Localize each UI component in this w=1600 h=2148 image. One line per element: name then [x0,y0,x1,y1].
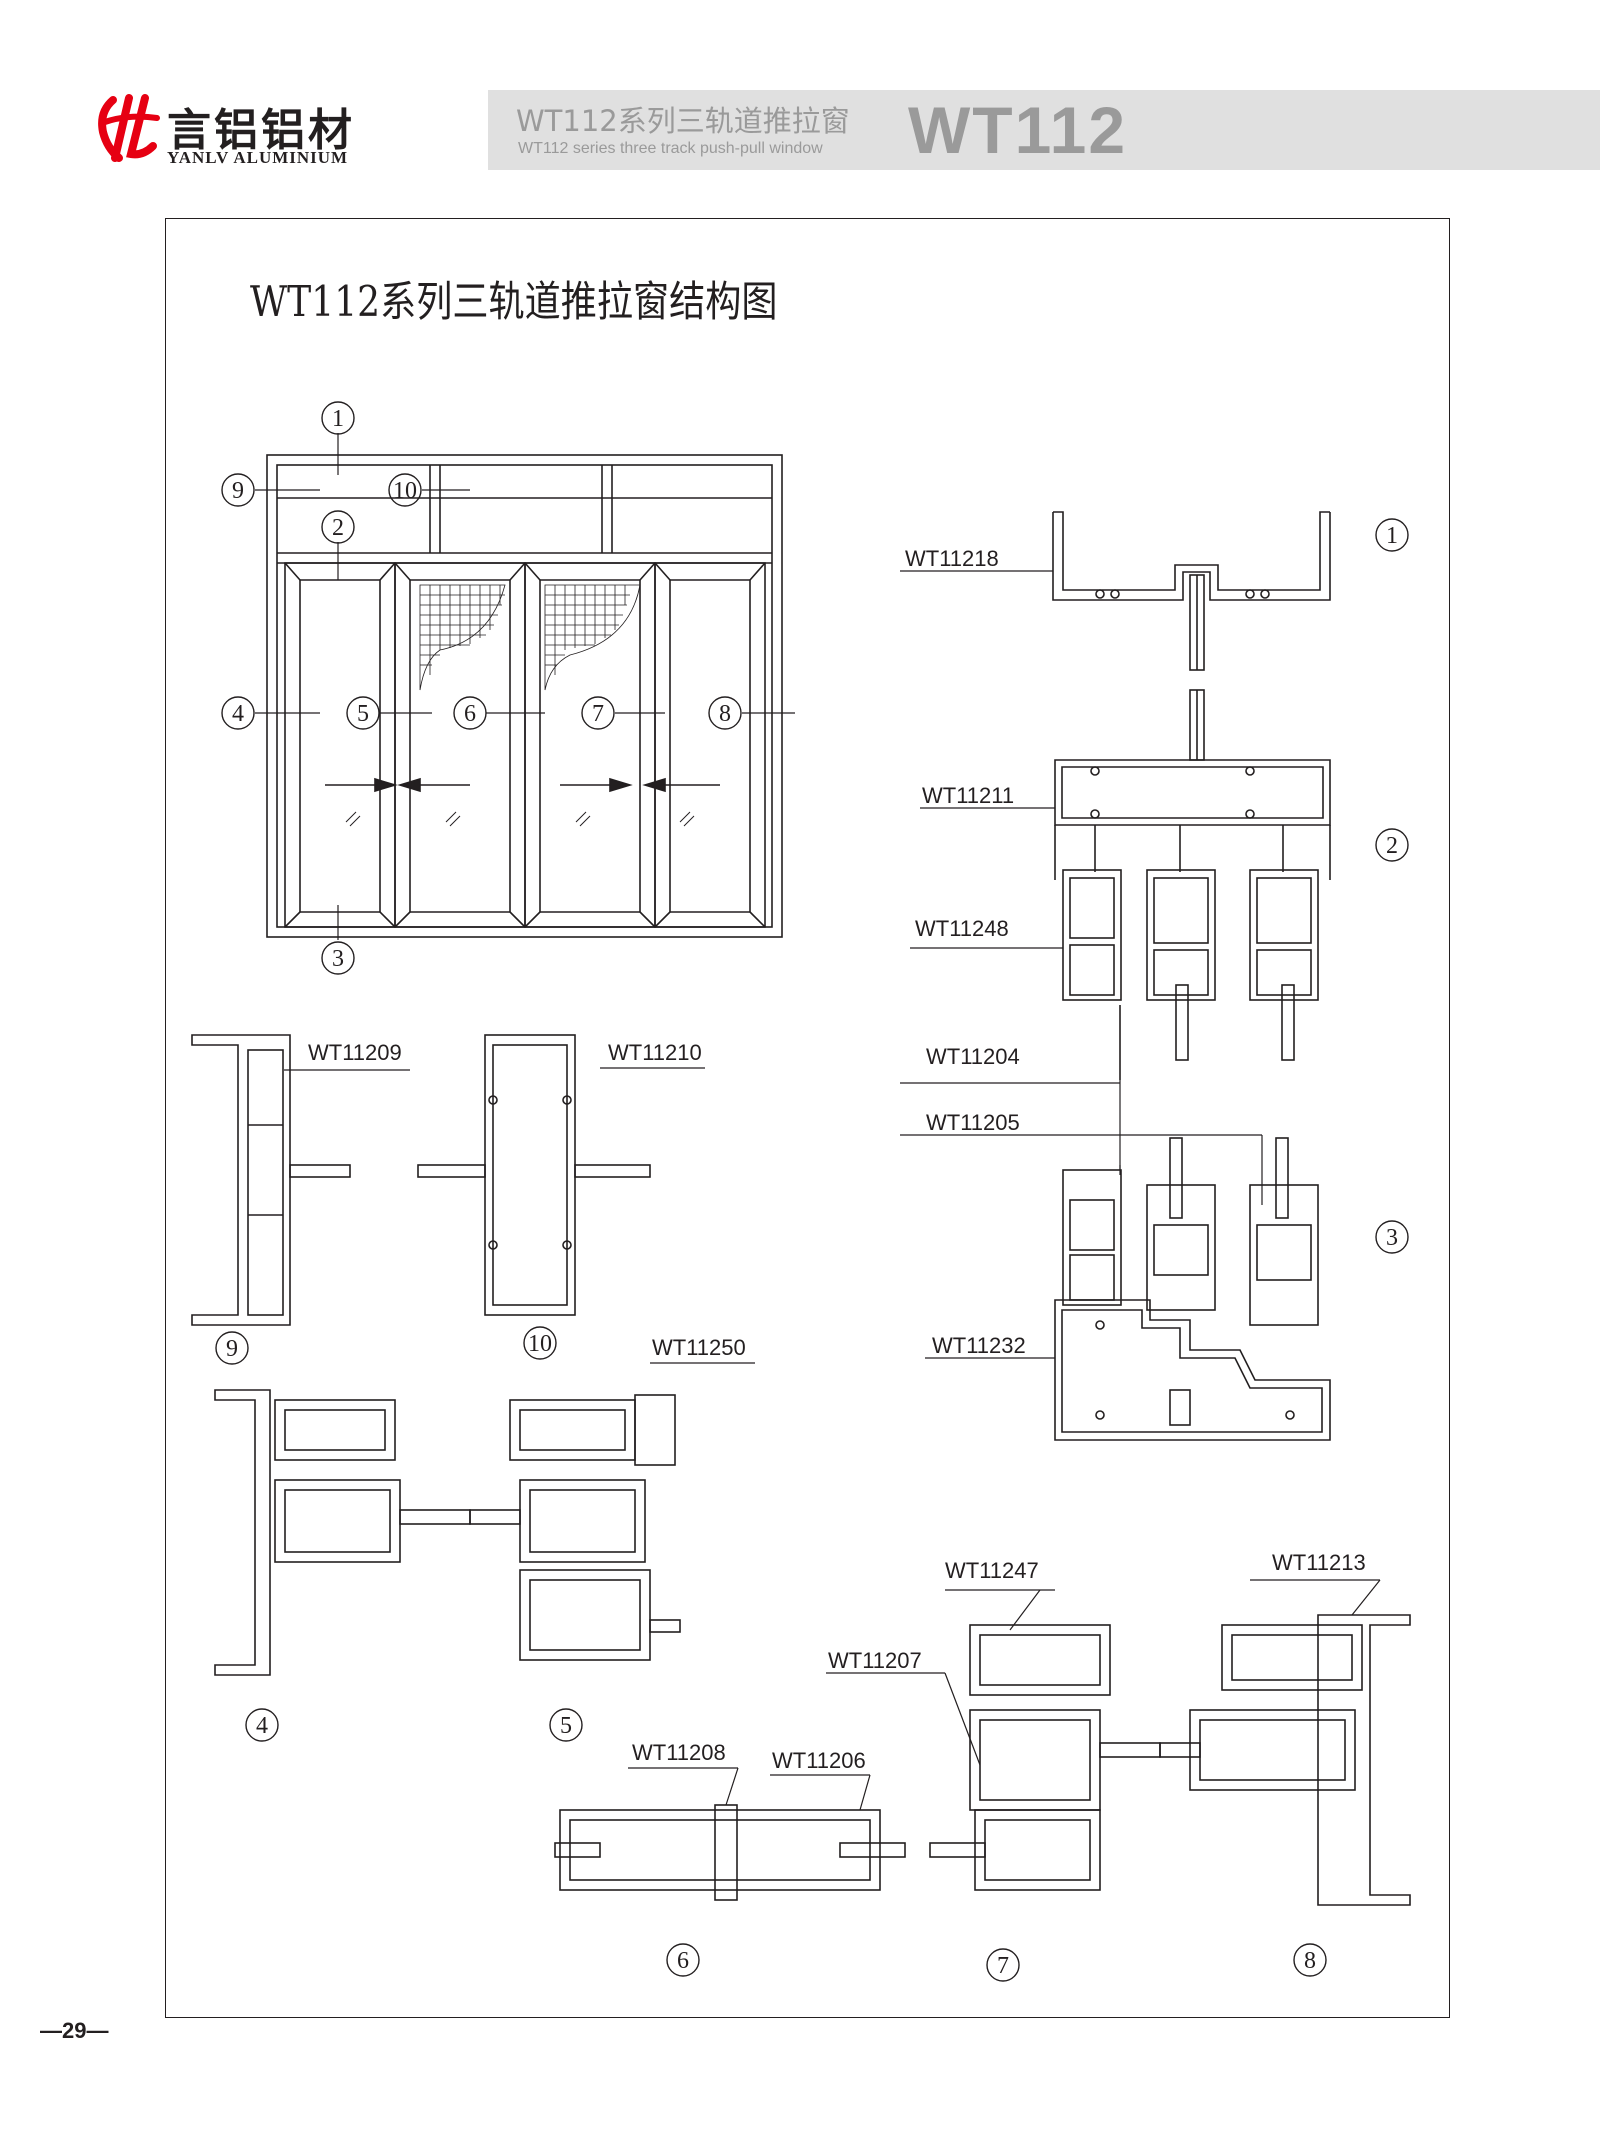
section-number-10-detail: 10 [528,1331,552,1357]
profile-label: WT11211 [922,783,1014,808]
window-elevation [266,454,783,938]
section-number-8: 8 [719,701,731,727]
header-title-en: WT112 series three track push-pull windo… [518,140,823,157]
section-number-9-detail: 9 [226,1336,238,1362]
brand-name-en: YANLV ALUMINIUM [167,148,349,167]
section-number-10: 10 [393,478,417,504]
section-number-6: 6 [464,701,476,727]
profile-label: WT11209 [308,1040,402,1065]
profile-label: WT11208 [632,1740,726,1765]
profile-section-4 [214,1389,471,1676]
screen-mesh [419,584,641,691]
page-number: —29— [40,2018,109,2043]
section-number-1-detail: 1 [1386,523,1398,549]
section-number-4-detail: 4 [256,1713,268,1739]
section-number-2: 2 [332,515,344,541]
profile-label: WT11250 [652,1335,746,1360]
brand-logo: 言铝铝材 YANLV ALUMINIUM [95,92,395,172]
header-series-code: WT112 [908,93,1128,167]
section-number-7: 7 [592,701,604,727]
section-number-1: 1 [332,406,344,432]
drawing-frame [165,218,1450,2018]
profile-section-6 [554,1804,906,1901]
profile-lower-sashes [1062,1137,1319,1326]
section-number-9: 9 [232,478,244,504]
glass-marks [345,811,695,827]
section-number-4: 4 [232,701,244,727]
profile-label: WT11205 [926,1110,1020,1135]
profile-label: WT11218 [905,546,999,571]
profile-bottom-frame [1054,1299,1331,1441]
profile-section-10 [417,1034,651,1316]
profile-label: WT11206 [772,1748,866,1773]
brand-name-cn: 言铝铝材 [167,105,355,156]
profile-label: WT11213 [1272,1550,1366,1575]
section-number-5-detail: 5 [560,1713,572,1739]
opening-arrows [325,777,720,793]
section-number-6-detail: 6 [677,1948,689,1974]
profile-section-8 [1159,1614,1411,1906]
header-title-cn: WT112系列三轨道推拉窗 [516,104,850,138]
logo-mark-icon [98,94,160,162]
section-number-5: 5 [357,701,369,727]
profile-label: WT11232 [932,1333,1026,1358]
section-number-3: 3 [332,946,344,972]
callout-circles [215,401,1409,1982]
diagram-title: WT112系列三轨道推拉窗结构图 [250,277,778,326]
profile-upper-sashes [1062,869,1319,1080]
section-number-8-detail: 8 [1304,1948,1316,1974]
profile-section-5 [469,1394,681,1661]
profile-label: WT11247 [945,1558,1039,1583]
section-number-3-detail: 3 [1386,1225,1398,1251]
profile-section-9 [191,1034,351,1326]
section-number-7-detail: 7 [997,1953,1009,1979]
profile-section-7 [929,1624,1161,1891]
profile-label: WT11207 [828,1648,922,1673]
profile-label: WT11204 [926,1044,1020,1069]
header-bar: WT112系列三轨道推拉窗 WT112 series three track p… [488,90,1600,170]
section-number-2-detail: 2 [1386,833,1398,859]
profile-top-frame [1052,511,1331,761]
profile-label: WT11248 [915,916,1009,941]
profile-label: WT11210 [608,1040,702,1065]
profile-transom [1054,759,1331,880]
